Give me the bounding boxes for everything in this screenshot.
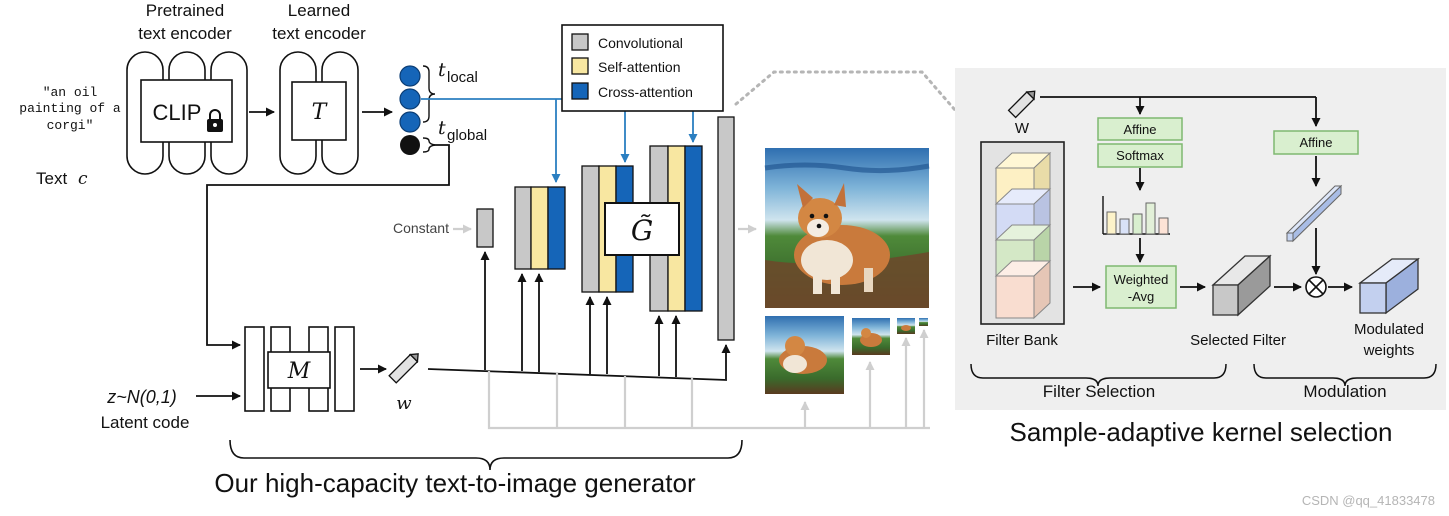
generator-final-block bbox=[717, 116, 735, 341]
modulation-vector-icon bbox=[1285, 184, 1343, 243]
clip-encoder: CLIP bbox=[126, 51, 248, 175]
affine-box-1: Affine bbox=[1097, 117, 1183, 141]
watermark: CSDN @qq_41833478 bbox=[1302, 493, 1435, 508]
legend-self-attention: Self-attention bbox=[571, 57, 681, 75]
corgi-painting-small-2 bbox=[852, 318, 890, 355]
constant-block bbox=[476, 208, 494, 248]
corgi-painting bbox=[764, 148, 930, 308]
svg-text:t: t bbox=[438, 59, 446, 81]
svg-text:global: global bbox=[447, 127, 487, 144]
svg-text:local: local bbox=[447, 69, 478, 86]
latent-label: Latent code bbox=[101, 413, 190, 432]
text-prompt: "an oil painting of a corgi" bbox=[19, 85, 121, 133]
svg-text:Modulated: Modulated bbox=[1354, 321, 1424, 338]
svg-text:Convolutional: Convolutional bbox=[598, 35, 683, 51]
softmax-box: Softmax bbox=[1097, 143, 1183, 168]
t-local-label: t local bbox=[438, 59, 478, 86]
svg-text:Softmax: Softmax bbox=[1116, 148, 1164, 163]
learned-encoder-label: Learned text encoder bbox=[272, 1, 366, 43]
t-block-label: T bbox=[312, 100, 329, 125]
corgi-painting-small-1 bbox=[765, 316, 844, 394]
selected-filter-cuboid bbox=[1211, 254, 1272, 317]
panel-w-label: W bbox=[1015, 120, 1030, 137]
modulation-brace bbox=[1253, 363, 1437, 387]
svg-text:Weighted: Weighted bbox=[1114, 272, 1169, 287]
skip-connections bbox=[487, 329, 930, 430]
m-block-label: M bbox=[287, 359, 311, 384]
affine-box-2: Affine bbox=[1273, 130, 1359, 155]
pencil-icon bbox=[388, 353, 419, 384]
svg-text:"an oil: "an oil bbox=[43, 85, 98, 100]
filter-selection-label: Filter Selection bbox=[1043, 382, 1155, 401]
w-label: w bbox=[396, 393, 412, 414]
w-arrows bbox=[480, 251, 731, 379]
legend: Convolutional Self-attention Cross-atten… bbox=[561, 24, 724, 112]
modulated-weights-label: Modulated weights bbox=[1354, 321, 1424, 359]
modulation-label: Modulation bbox=[1303, 382, 1386, 401]
text-c-label: Text bbox=[36, 169, 67, 188]
svg-text:text encoder: text encoder bbox=[272, 24, 366, 43]
constant-label: Constant bbox=[393, 220, 449, 236]
text-c-symbol: c bbox=[78, 169, 88, 189]
pencil-icon bbox=[1007, 90, 1036, 119]
svg-text:Pretrained: Pretrained bbox=[146, 1, 224, 20]
zoom-link bbox=[734, 70, 957, 112]
svg-text:Affine: Affine bbox=[1123, 122, 1156, 137]
generator-block-1 bbox=[514, 186, 566, 270]
filter-bank bbox=[980, 141, 1065, 325]
latent-formula: z~N(0,1) bbox=[106, 387, 177, 407]
svg-text:text encoder: text encoder bbox=[138, 24, 232, 43]
text-tokens bbox=[399, 65, 436, 155]
legend-convolutional: Convolutional bbox=[571, 33, 683, 51]
filter-selection-brace bbox=[970, 363, 1227, 387]
lock-icon bbox=[207, 109, 223, 132]
panel-title: Sample-adaptive kernel selection bbox=[1010, 417, 1393, 447]
generator-symbol: G̃ bbox=[631, 214, 653, 247]
svg-text:weights: weights bbox=[1363, 342, 1415, 359]
svg-text:t: t bbox=[438, 117, 446, 139]
svg-text:painting of a: painting of a bbox=[19, 101, 121, 116]
svg-text:-Avg: -Avg bbox=[1128, 289, 1155, 304]
pretrained-encoder-label: Pretrained text encoder bbox=[138, 1, 232, 43]
svg-text:Affine: Affine bbox=[1299, 135, 1332, 150]
weighted-avg-box: Weighted -Avg bbox=[1105, 265, 1177, 309]
svg-text:Learned: Learned bbox=[288, 1, 350, 20]
corgi-painting-small-4 bbox=[919, 318, 928, 326]
svg-text:corgi": corgi" bbox=[47, 118, 94, 133]
legend-cross-attention: Cross-attention bbox=[571, 82, 693, 100]
learned-encoder: T bbox=[279, 51, 359, 175]
filter-bank-label: Filter Bank bbox=[986, 332, 1058, 349]
generator-brace bbox=[229, 439, 743, 471]
generator-label-box: G̃ bbox=[604, 202, 680, 256]
svg-text:Cross-attention: Cross-attention bbox=[598, 84, 693, 100]
mapping-network: M bbox=[244, 326, 355, 412]
svg-text:Self-attention: Self-attention bbox=[598, 59, 681, 75]
corgi-painting-small-3 bbox=[897, 318, 915, 334]
multiply-icon bbox=[1305, 276, 1327, 298]
t-global-label: t global bbox=[438, 117, 487, 144]
selected-filter-label: Selected Filter bbox=[1190, 332, 1286, 349]
histogram-icon bbox=[1102, 196, 1170, 235]
clip-label: CLIP bbox=[153, 100, 202, 125]
generator-caption: Our high-capacity text-to-image generato… bbox=[214, 468, 696, 498]
modulated-weights-cuboid bbox=[1358, 257, 1420, 315]
